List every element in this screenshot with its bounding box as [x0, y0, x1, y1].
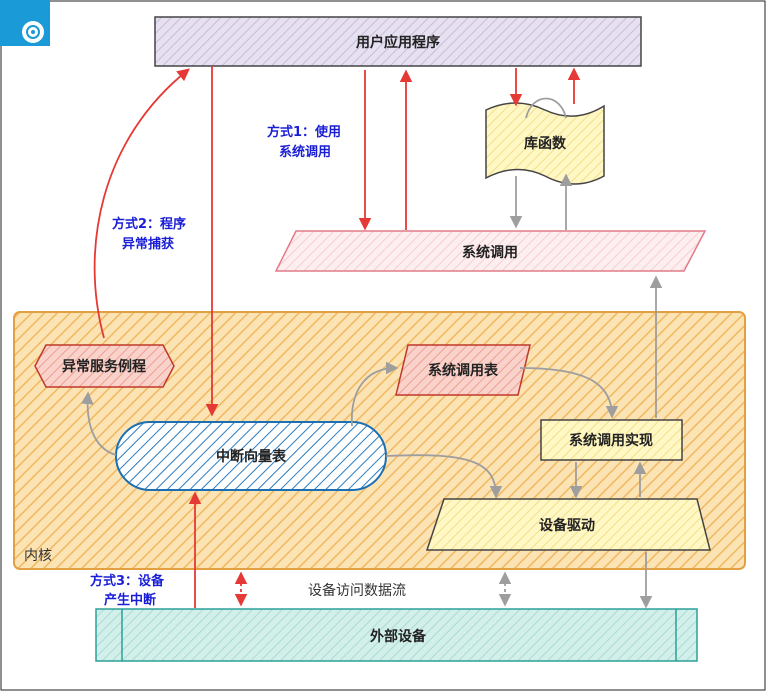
method1-line2: 系统调用 — [279, 144, 331, 160]
user-app-label: 用户应用程序 — [356, 34, 440, 51]
exception-routine-box: 异常服务例程 — [34, 344, 175, 388]
method1-line1: 方式1：使用 — [267, 124, 341, 140]
device-driver-box: 设备驱动 — [425, 498, 711, 551]
lib-func-label: 库函数 — [524, 135, 567, 152]
arrow-table-to-impl — [519, 367, 619, 419]
interrupt-vector-label: 中断向量表 — [216, 448, 287, 465]
interrupt-vector-box: 中断向量表 — [115, 421, 387, 491]
arrow-exception-to-app — [93, 68, 190, 339]
method3-line1: 方式3：设备 — [90, 573, 165, 589]
gray-arrows — [80, 97, 663, 609]
method3-line2: 产生中断 — [104, 592, 156, 608]
device-data-flow-label: 设备访问数据流 — [308, 582, 406, 599]
device-driver-label: 设备驱动 — [539, 517, 595, 534]
arrow-lib-curve — [525, 97, 567, 119]
syscall-impl-box: 系统调用实现 — [540, 419, 683, 461]
kernel-label: 内核 — [24, 548, 52, 564]
syscall-label: 系统调用 — [462, 244, 518, 261]
syscall-box: 系统调用 — [274, 230, 707, 272]
annotations: 方式1：使用 系统调用 方式2：程序 异常捕获 方式3：设备 产生中断 设备访问… — [90, 124, 406, 608]
arrow-vector-to-exception — [80, 391, 117, 456]
lib-func-box: 库函数 — [485, 102, 605, 185]
external-device-box: 外部设备 — [95, 608, 698, 662]
arrow-vector-to-table — [351, 361, 399, 427]
exception-routine-label: 异常服务例程 — [62, 358, 146, 375]
syscall-impl-label: 系统调用实现 — [569, 432, 653, 449]
external-device-label: 外部设备 — [370, 628, 427, 645]
arrow-vector-to-driver — [385, 454, 503, 499]
method2-line1: 方式2：程序 — [112, 216, 186, 232]
app-logo-icon — [0, 0, 50, 46]
method2-line2: 异常捕获 — [122, 236, 174, 252]
red-arrows — [93, 66, 581, 608]
syscall-table-label: 系统调用表 — [428, 362, 499, 379]
user-app-box: 用户应用程序 — [154, 16, 642, 67]
syscall-table-box: 系统调用表 — [395, 344, 531, 396]
